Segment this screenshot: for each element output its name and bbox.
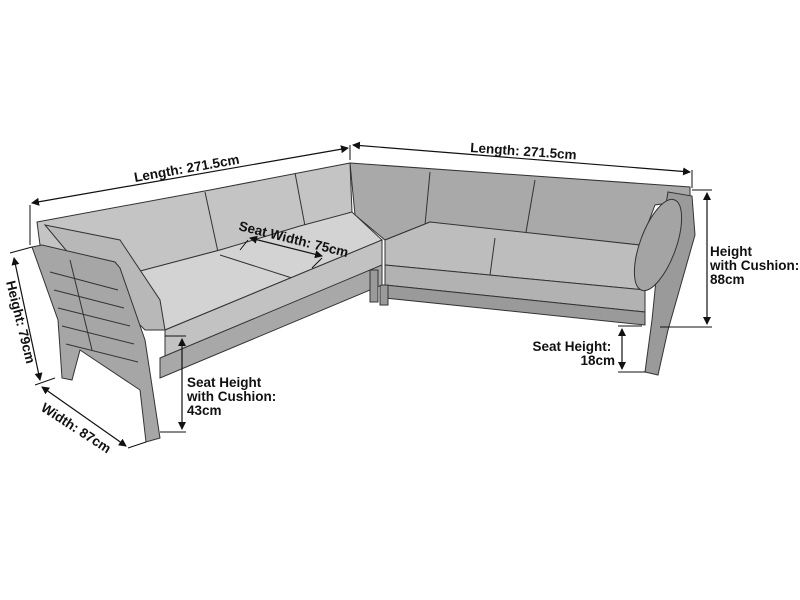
- sofa-illustration: [9, 141, 712, 449]
- right-arm-pillow: [633, 198, 683, 292]
- left-length-label: Length: 271.5cm: [133, 152, 241, 185]
- left-back-leg: [369, 269, 379, 303]
- seat-width-dimension-line: [249, 235, 323, 259]
- left-base-rail: [159, 264, 383, 379]
- left-length-dimension-line: [31, 145, 349, 206]
- height-label: Height: 79cm: [3, 279, 38, 365]
- seat-height-cushion-label: Seat Height with Cushion: 43cm: [186, 375, 280, 418]
- height-dimension-line: [11, 257, 43, 381]
- seat-height-label: Seat Height: 18cm: [532, 339, 615, 368]
- width-label: Width: 87cm: [38, 400, 113, 456]
- right-length-label: Length: 271.5cm: [470, 140, 577, 162]
- width-dimension-line: [41, 386, 127, 447]
- arm-slats: [49, 259, 139, 363]
- right-length-dimension-line: [352, 141, 691, 176]
- right-front-leg: [379, 284, 389, 306]
- height-cushion-label: Height with Cushion: 88cm: [709, 244, 800, 287]
